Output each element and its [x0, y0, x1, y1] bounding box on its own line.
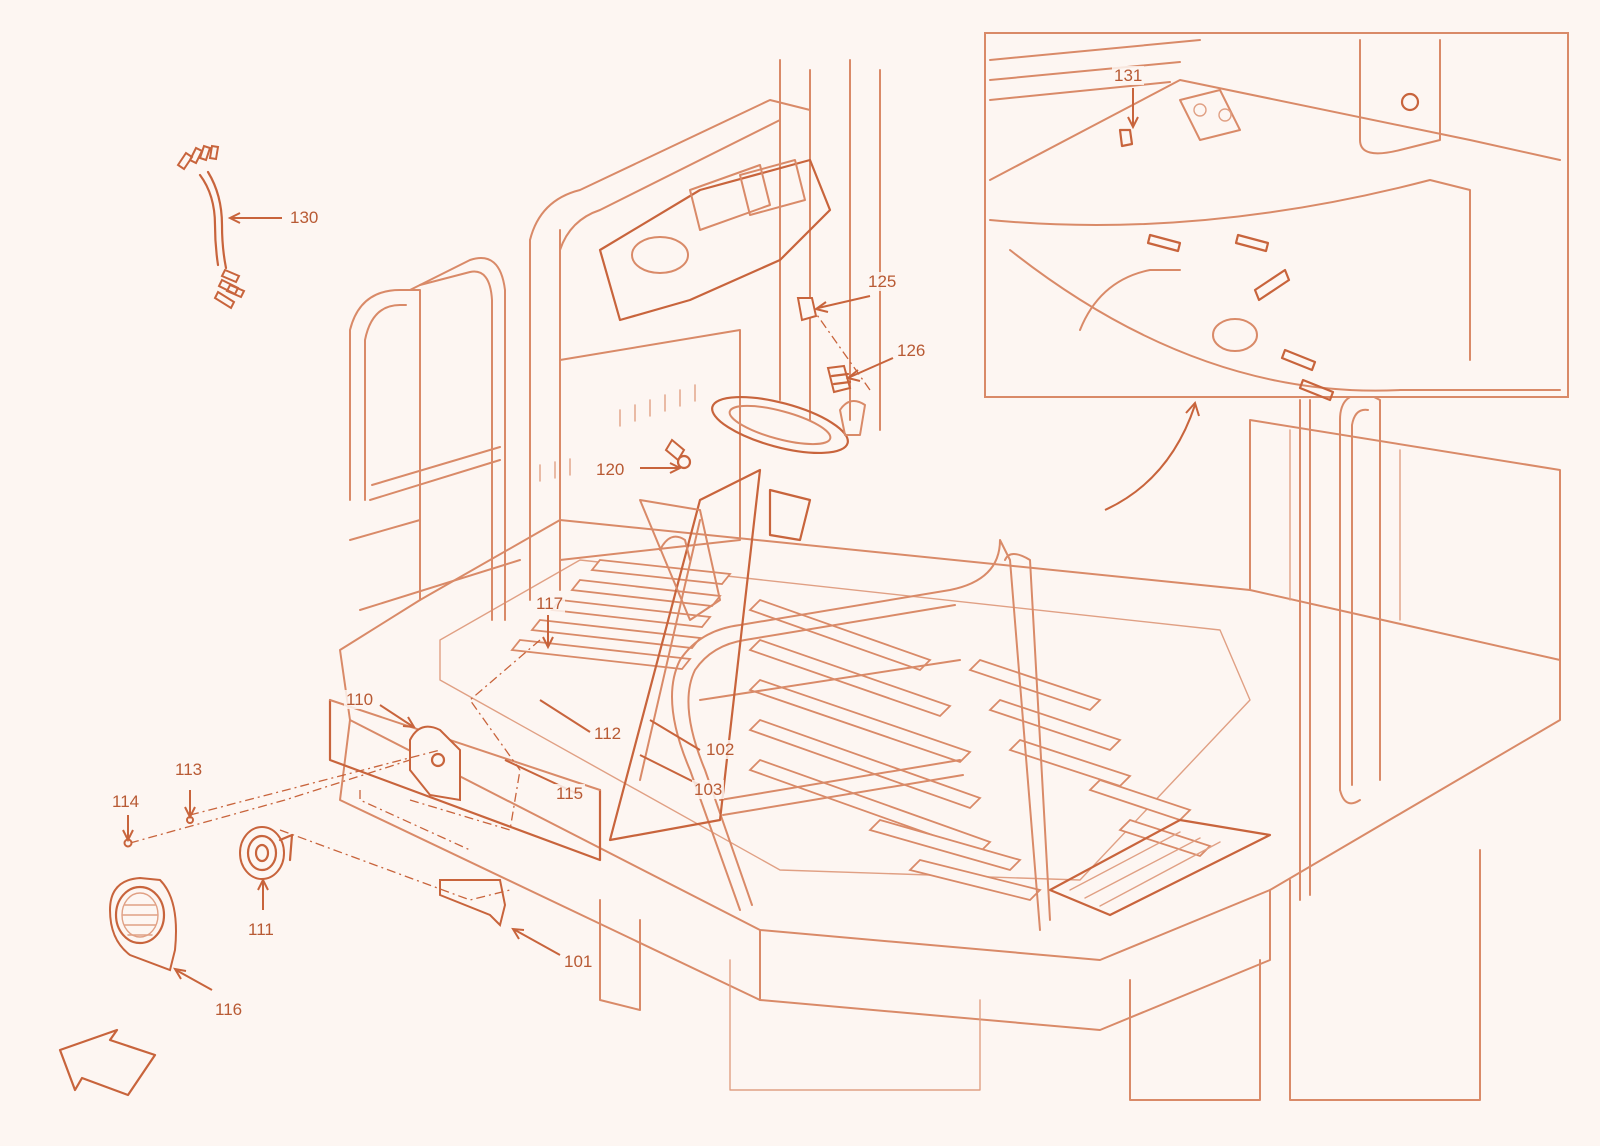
- callout-120: 120: [594, 460, 627, 479]
- front-guard-rail: [671, 539, 1051, 931]
- front-panel: [328, 698, 602, 927]
- detail-pointer-arrow: [1104, 404, 1196, 511]
- left-guard-rail: [349, 257, 521, 621]
- back-panel-vents: [539, 384, 696, 482]
- callout-117: 117: [534, 594, 566, 613]
- callout-112: 112: [592, 724, 624, 743]
- steering-column: [608, 395, 866, 842]
- callout-113: 113: [173, 760, 205, 779]
- rear-frame: [529, 59, 881, 601]
- plug-126: [826, 364, 852, 394]
- assembly-lines: [129, 304, 871, 901]
- callout-111: 111: [246, 920, 276, 939]
- callout-116: 116: [213, 1000, 245, 1019]
- callout-125: 125: [866, 272, 899, 291]
- horn-icon: [239, 826, 294, 880]
- callout-130: 130: [288, 208, 321, 227]
- switch-120: [664, 438, 692, 470]
- horn-cover-icon: [108, 876, 177, 972]
- plug-125: [796, 297, 818, 322]
- right-guard-rail: [1299, 393, 1381, 901]
- direction-arrow-icon: [58, 1028, 157, 1097]
- detail-inset: [984, 32, 1569, 402]
- callout-126: 126: [895, 341, 928, 360]
- callout-110: 110: [344, 690, 376, 709]
- callout-114: 114: [110, 792, 142, 811]
- callout-102: 102: [704, 740, 737, 759]
- operator-platform: [339, 419, 1561, 1101]
- callout-115: 115: [554, 784, 586, 803]
- callout-103: 103: [692, 780, 725, 799]
- callout-101: 101: [562, 952, 595, 971]
- callout-131: 131: [1112, 66, 1145, 85]
- wire-harness-icon: [176, 144, 246, 310]
